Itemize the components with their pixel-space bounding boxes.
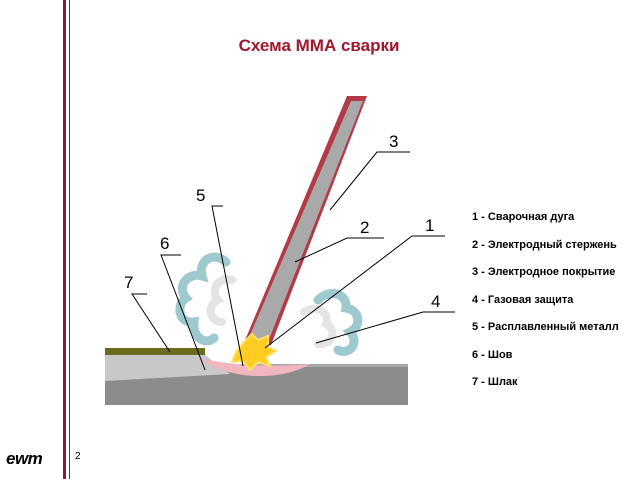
gas-shield-right-inner <box>300 304 337 349</box>
left-border-thin <box>69 0 70 479</box>
leader-line-4 <box>315 311 455 344</box>
legend-item-seam: 6 - Шов <box>472 348 513 361</box>
label-2: 2 <box>360 218 369 237</box>
label-6: 6 <box>160 234 169 253</box>
legend-item-gas-shield: 4 - Газовая защита <box>472 293 574 306</box>
electrode-core <box>247 101 363 342</box>
left-border-thick <box>63 0 66 479</box>
legend: 1 - Сварочная дуга 2 - Электродный стерж… <box>472 210 619 403</box>
leader-line-5 <box>211 205 244 367</box>
page-number: 2 <box>75 451 81 462</box>
label-7: 7 <box>124 273 133 292</box>
legend-item-electrode-rod: 2 - Электродный стержень <box>472 238 617 251</box>
gas-shield-left-inner <box>206 275 236 326</box>
gas-shield-left <box>175 252 231 346</box>
legend-item-arc: 1 - Сварочная дуга <box>472 211 575 223</box>
legend-item-electrode-coating: 3 - Электродное покрытие <box>472 266 616 278</box>
leader-line-2 <box>294 237 384 263</box>
weld-pool <box>200 358 310 377</box>
gas-shield-right <box>313 289 363 356</box>
leader-line-7 <box>131 293 171 353</box>
label-4: 4 <box>431 292 440 311</box>
weld-bead <box>105 355 230 381</box>
label-5: 5 <box>196 186 205 205</box>
leader-line-3 <box>329 151 410 211</box>
ewm-logo: ewm <box>6 449 43 468</box>
welding-arc <box>230 332 279 372</box>
legend-item-slag: 7 - Шлак <box>472 376 518 388</box>
page-title: Схема ММА сварки <box>238 36 400 55</box>
legend-item-molten-metal: 5 - Расплавленный металл <box>472 321 619 333</box>
label-3: 3 <box>389 132 398 151</box>
leader-line-1 <box>264 235 445 349</box>
leader-line-6 <box>160 254 206 371</box>
slag-layer <box>105 348 205 355</box>
label-1: 1 <box>425 216 434 235</box>
